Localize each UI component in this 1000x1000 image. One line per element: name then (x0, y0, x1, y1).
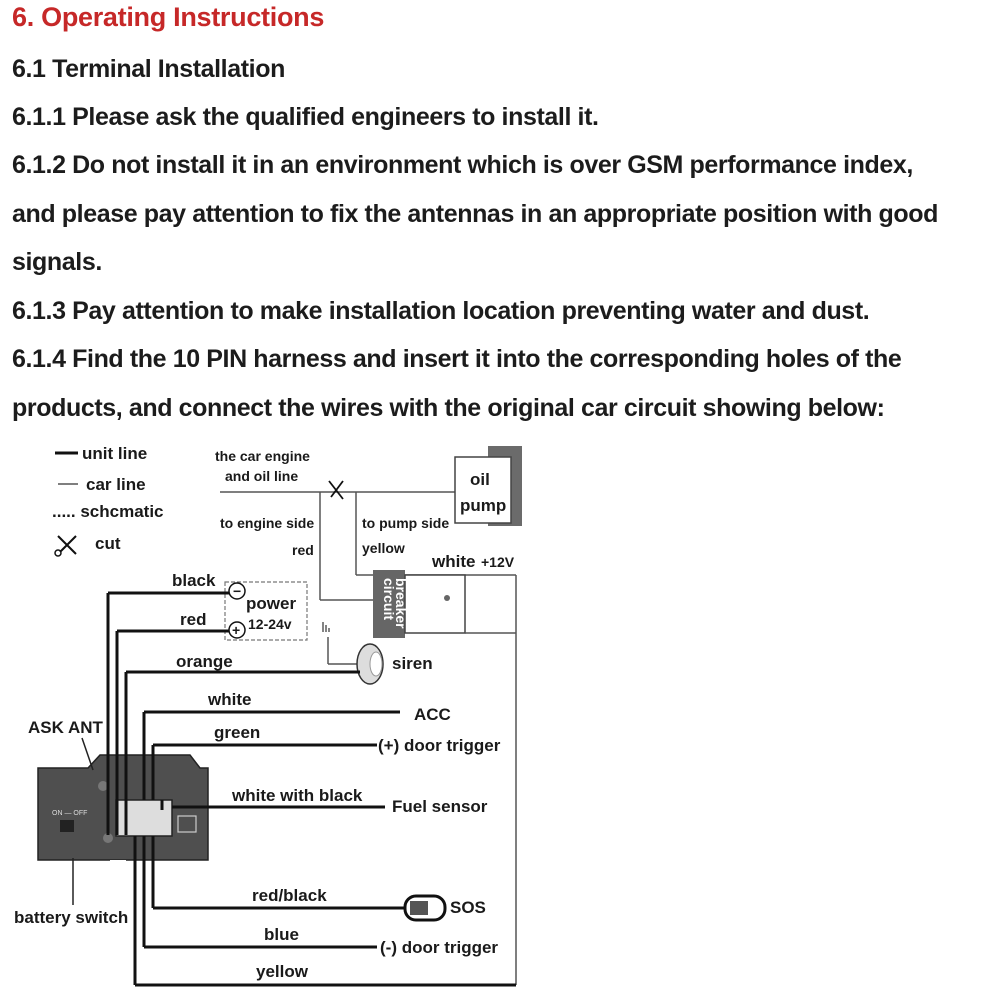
text-line-2: 6.1.1 Please ask the qualified engineers… (12, 103, 599, 131)
siren-icon (356, 643, 384, 685)
battery-switch-label: battery switch (14, 908, 128, 927)
power-label: power (246, 594, 296, 613)
battery-switch-icon (60, 820, 74, 832)
car-engine-label: the car engine (215, 448, 310, 464)
circuit-breaker: circuit breaker (373, 570, 466, 638)
section-heading: 6. Operating Instructions (12, 2, 325, 32)
wire-yellow-label: yellow (256, 962, 309, 981)
to-engine-side-label: to engine side (220, 515, 314, 531)
wire-red-label: red (180, 610, 206, 629)
wiring-diagram: unit line car line ..... schcmatic cut t… (14, 444, 522, 987)
legend-cut: cut (95, 534, 121, 553)
sos-button-icon (403, 894, 447, 922)
power-range-label: 12-24v (248, 616, 292, 632)
to-pump-side-label: to pump side (362, 515, 449, 531)
wire-white-with-black-label: white with black (231, 786, 363, 805)
circuit-breaker-label: circuit (381, 578, 397, 620)
harness-connector (115, 799, 173, 837)
siren-label: siren (392, 654, 433, 673)
white-12v-label: white (431, 552, 475, 571)
plus-icon: + (232, 622, 240, 638)
wire-red-black-label: red/black (252, 886, 327, 905)
acc-label: ACC (414, 705, 451, 724)
legend: unit line car line ..... schcmatic cut (52, 444, 164, 557)
ask-ant-label: ASK ANT (28, 718, 104, 737)
wire-blue-label: blue (264, 925, 299, 944)
text-line-5: signals. (12, 248, 102, 276)
oil-pump: oil pump (454, 446, 522, 526)
wire-orange-label: orange (176, 652, 233, 671)
fuel-sensor-label: Fuel sensor (392, 797, 488, 816)
text-line-8: products, and connect the wires with the… (12, 394, 885, 422)
text-line-6: 6.1.3 Pay attention to make installation… (12, 297, 870, 325)
wire-white-label: white (207, 690, 251, 709)
plus-12v-label: +12V (481, 554, 515, 570)
sos-label: SOS (450, 898, 486, 917)
text-line-3: 6.1.2 Do not install it in an environmen… (12, 151, 913, 179)
text-line-7: 6.1.4 Find the 10 PIN harness and insert… (12, 345, 902, 373)
red-wire-label: red (292, 542, 314, 558)
legend-unit-line: unit line (82, 444, 147, 463)
circuit-breaker-label-2: breaker (393, 578, 409, 629)
door-trigger-neg-label: (-) door trigger (380, 938, 498, 957)
tracker-device: ON — OFF (37, 754, 209, 868)
text-line-4: and please pay attention to fix the ante… (12, 200, 939, 228)
on-off-label: ON — OFF (52, 810, 87, 817)
power-block: − + power 12-24v (224, 581, 308, 641)
scissors-icon (54, 535, 77, 557)
wire-green-label: green (214, 723, 260, 742)
oil-pump-label: oil (470, 470, 490, 489)
yellow-wire-label: yellow (362, 540, 405, 556)
door-trigger-pos-label: (+) door trigger (378, 736, 501, 755)
oil-pump-label-2: pump (460, 496, 506, 515)
legend-schematic: ..... schcmatic (52, 502, 164, 521)
cut-icon (328, 480, 344, 500)
legend-car-line: car line (86, 475, 146, 494)
car-engine-label-2: and oil line (225, 468, 298, 484)
text-line-1: 6.1 Terminal Installation (12, 55, 285, 83)
minus-icon: − (233, 583, 241, 599)
wire-black-label: black (172, 571, 216, 590)
